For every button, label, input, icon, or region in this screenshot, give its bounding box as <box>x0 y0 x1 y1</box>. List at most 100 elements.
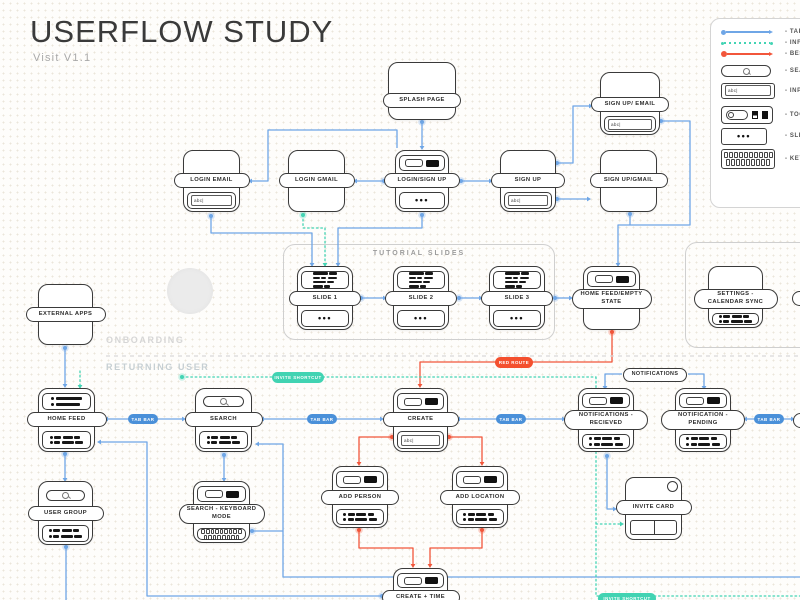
settings-calendar-sync-label[interactable]: SETTINGS - CALENDAR SYNC <box>693 289 778 309</box>
connector-dot-icon <box>480 528 484 532</box>
slide-2-textlines <box>397 271 445 289</box>
sign-up-email-label[interactable]: SIGN UP/ EMAIL <box>591 97 669 112</box>
login-sign-up-buttons <box>399 155 445 171</box>
best-route-line-icon <box>721 51 777 57</box>
notifications-group-label[interactable]: NOTIFICATIONS <box>623 368 687 382</box>
keyboard-icon <box>721 148 777 169</box>
add-location-label[interactable]: ADD LOCATION <box>440 490 520 505</box>
connector-dot-icon <box>420 213 424 217</box>
create-time-label[interactable]: CREATE + TIME <box>381 590 460 600</box>
slide-1-label[interactable]: SLIDE 1 <box>289 291 361 306</box>
connector-dot-icon <box>459 179 463 183</box>
arrowhead-icon <box>322 263 328 267</box>
settings-group <box>685 242 800 348</box>
connector-dot-icon <box>420 120 424 124</box>
add-person-listrows <box>336 509 384 525</box>
button-solid-icon <box>225 490 239 498</box>
arrowhead-icon <box>62 478 68 482</box>
slide-1-textlines <box>301 271 349 289</box>
arrowhead-icon <box>620 521 624 527</box>
slides-dots-icon: ••• <box>415 195 429 205</box>
flow-edge <box>210 216 313 263</box>
arrowhead-icon <box>221 478 227 482</box>
arrowhead-icon <box>309 263 315 267</box>
input-field-icon: abc| <box>721 82 777 99</box>
user-group-label[interactable]: USER GROUP <box>27 506 104 521</box>
connector-dot-icon <box>555 161 559 165</box>
login-gmail-label[interactable]: LOGIN GMAIL <box>278 173 355 188</box>
notifications-recieved-buttons <box>582 393 630 408</box>
splash-page-label[interactable]: SPLASH PAGE <box>383 93 461 108</box>
connector-dot-icon <box>222 453 226 457</box>
button-pill-icon <box>686 396 704 405</box>
arrowhead-icon <box>77 385 83 389</box>
flow-edge <box>429 530 483 564</box>
search-pill-icon <box>721 65 777 77</box>
flow-edge <box>337 215 423 263</box>
sign-up-gmail-label[interactable]: SIGN UP/GMAIL <box>589 173 668 188</box>
arrowhead-icon <box>587 196 591 202</box>
button-solid-icon <box>610 397 623 404</box>
tab-bar-4-badge: TAB BAR <box>754 414 784 424</box>
notifications-recieved-listrows <box>582 434 630 449</box>
arrowhead-icon <box>419 146 425 150</box>
arrowhead-icon <box>97 439 101 445</box>
flow-edge <box>252 443 284 532</box>
login-email-label[interactable]: LOGIN EMAIL <box>173 173 250 188</box>
button-pill-icon <box>403 576 422 585</box>
connector-dot-icon <box>250 529 254 533</box>
tutorial-slides-group-label: TUTORIAL SLIDES <box>372 250 466 257</box>
magnifier-icon <box>742 67 750 75</box>
button-pill-icon <box>343 475 361 484</box>
notifications-recieved-label[interactable]: NOTIFICATIONS - RECIEVED <box>564 410 648 430</box>
external-apps-label[interactable]: EXTERNAL APPS <box>25 307 106 322</box>
slide-3-textlines <box>493 271 541 289</box>
input-placeholder-text: abc| <box>404 437 414 443</box>
button-pill-icon <box>594 275 613 283</box>
splash-page[interactable] <box>388 62 456 120</box>
input-field-icon: abc| <box>187 192 236 209</box>
connector-dot-icon <box>605 454 609 458</box>
slide-3-label[interactable]: SLIDE 3 <box>481 291 553 306</box>
sign-up-label[interactable]: SIGN UP <box>491 173 565 188</box>
button-solid-icon <box>426 159 439 167</box>
notification-pending-label[interactable]: NOTIFICATION - PENDING <box>661 410 745 430</box>
partial-screen-settings-right[interactable] <box>792 291 800 306</box>
button-pill-icon <box>204 490 223 498</box>
button-pill-icon <box>463 475 481 484</box>
slides-icon: ••• <box>721 127 777 145</box>
arrowhead-icon <box>353 178 357 184</box>
connector-dot-icon <box>553 296 557 300</box>
home-feed-empty-state-label[interactable]: HOME FEED/EMPTY STATE <box>571 289 652 309</box>
arrowhead-icon <box>417 384 423 388</box>
flow-edge <box>688 373 705 386</box>
connector-dot-icon <box>180 375 184 379</box>
search-keyboard-mode-buttons <box>197 486 246 502</box>
arrowhead-icon <box>743 416 747 422</box>
legend-row-info-card: - INFO CARD <box>721 39 800 47</box>
arrowhead-icon <box>62 384 68 388</box>
connector-dot-icon <box>64 545 68 549</box>
page-subtitle: Visit V1.1 <box>33 52 92 64</box>
legend-panel: - TAP/SWIPE - INFO CARD - BEST ROUTE - S… <box>710 18 800 208</box>
magnifier-icon <box>220 398 227 405</box>
home-feed-label[interactable]: HOME FEED <box>26 412 107 427</box>
invite-card-label[interactable]: INVITE CARD <box>615 500 692 515</box>
search-label[interactable]: SEARCH <box>184 412 263 427</box>
info-card-line-icon <box>721 41 777 45</box>
create-label[interactable]: CREATE <box>382 412 459 427</box>
flow-edge <box>358 436 392 462</box>
search-keyboard-mode-label[interactable]: SEARCH - KEYBOARD MODE <box>178 504 265 524</box>
tab-bar-2-badge: TAB BAR <box>307 414 337 424</box>
arrowhead-icon <box>255 441 259 447</box>
login-sign-up-label[interactable]: LOGIN/SIGN UP <box>384 173 460 188</box>
create-buttons <box>397 393 444 410</box>
notification-pending-listrows <box>679 434 727 449</box>
add-location-listrows <box>456 509 504 525</box>
decorative-circle <box>167 268 213 314</box>
slide-2-label[interactable]: SLIDE 2 <box>385 291 457 306</box>
connector-dot-icon <box>63 452 67 456</box>
slides-dots-icon: ••• <box>318 313 332 323</box>
add-person-label[interactable]: ADD PERSON <box>321 490 399 505</box>
